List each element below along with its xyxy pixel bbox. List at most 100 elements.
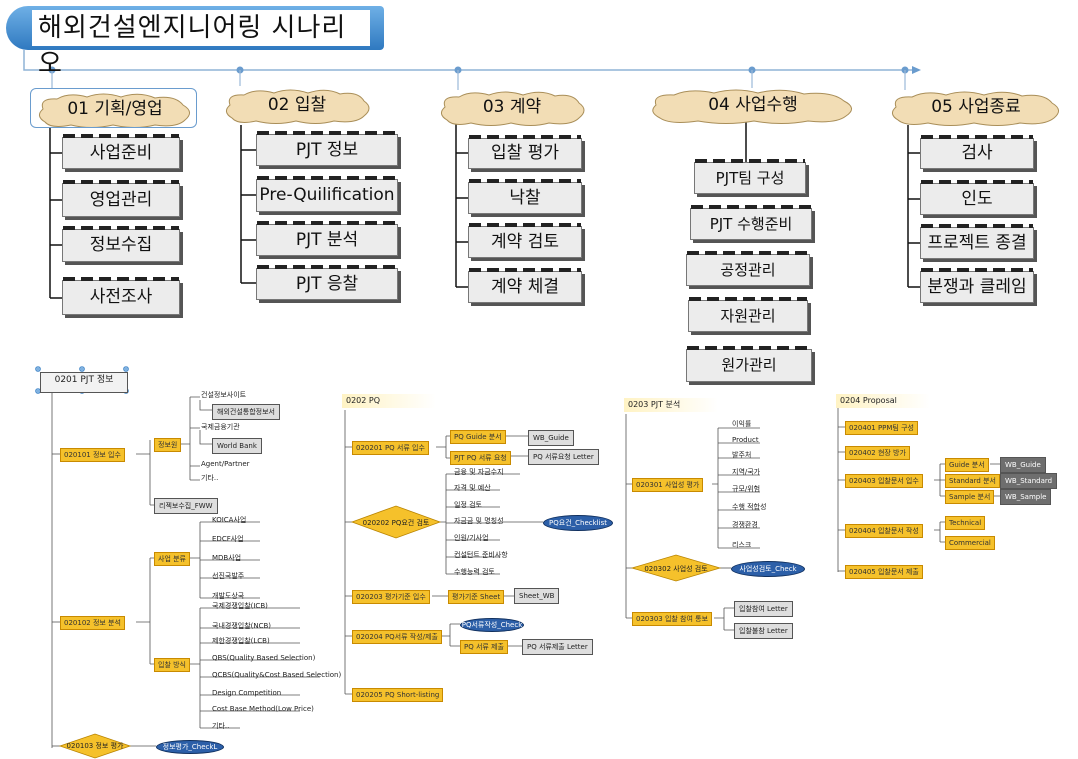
map-0202-node-1[interactable]: 020201 PQ 서류 입수 <box>352 441 429 455</box>
map-0202-n2-item: 자격 및 예산 <box>454 484 491 492</box>
phase-03-cloud[interactable]: 03 계약 <box>437 90 587 126</box>
phase-02-item[interactable]: Pre-Quilification <box>256 176 398 212</box>
map-0202-root[interactable]: 0202 PQ <box>342 394 436 408</box>
map-0202-node-2[interactable]: 020202 PQ요건 검토 <box>362 519 430 527</box>
phase-04-item[interactable]: 자원관리 <box>688 297 808 332</box>
map-0201-n3-checklist[interactable]: 정보평가_CheckL <box>156 740 224 754</box>
phase-03-label: 03 계약 <box>482 97 542 117</box>
map-0204-n3-file[interactable]: WB_Guide <box>1000 457 1046 473</box>
map-0201-n1-sub[interactable]: 정보원 <box>154 438 182 452</box>
map-0203-n2-checklist[interactable]: 사업성검토_Check <box>731 561 805 577</box>
phase-05-item[interactable]: 프로젝트 종결 <box>920 224 1034 259</box>
map-0202-n2-item: 수행능력 검토 <box>454 568 495 576</box>
map-0202-node-3[interactable]: 020203 평가기준 입수 <box>352 590 430 604</box>
map-0203-n1-item: 경쟁환경 <box>732 521 758 529</box>
map-0202-n2-checklist[interactable]: PQ요건_Checklist <box>543 515 613 531</box>
phase-03-item[interactable]: 계약 검토 <box>468 223 582 258</box>
phase-04-item[interactable]: 공정관리 <box>686 251 810 286</box>
phase-01-cloud[interactable]: 01 기획/영업 <box>35 92 195 128</box>
map-0203-n1-item: 이익률 <box>732 420 752 428</box>
map-0201-n2-item: QCBS(Quality&Cost Based Selection) <box>212 671 342 679</box>
map-0204-node-4[interactable]: 020404 입찰문서 작성 <box>845 524 923 538</box>
phase-02-item[interactable]: PJT 응찰 <box>256 265 398 300</box>
map-0203-node-2[interactable]: 020302 사업성 검토 <box>644 565 708 573</box>
phase-03-item[interactable]: 입찰 평가 <box>468 135 582 169</box>
map-0201-n1-file[interactable]: World Bank <box>212 438 262 454</box>
map-0202-n2-item: 금융 및 자금수지 <box>454 468 504 476</box>
phase-05-item[interactable]: 인도 <box>920 180 1034 215</box>
phase-02-cloud[interactable]: 02 입찰 <box>222 88 372 124</box>
map-0202-n2-item: 인원/기사업 <box>454 534 489 542</box>
map-0204-n4-item[interactable]: Technical <box>945 516 986 530</box>
map-0204-node-1[interactable]: 020401 PPM팀 구성 <box>845 421 918 435</box>
map-0203-n1-item: 수행 적합성 <box>732 503 767 511</box>
map-0201-root[interactable]: 0201 PJT 정보 <box>40 372 128 393</box>
phase-03-item[interactable]: 계약 체결 <box>468 268 582 303</box>
phase-01-selection <box>30 88 197 128</box>
phase-04-item[interactable]: 원가관리 <box>686 346 812 382</box>
map-0204-n3-file[interactable]: WB_Sample <box>1000 489 1052 505</box>
map-0201-n2-sub[interactable]: 사업 분류 <box>154 552 190 566</box>
map-0201-n1-file[interactable]: 해외건설통합정보서 <box>212 404 280 420</box>
phase-02-item[interactable]: PJT 분석 <box>256 221 398 256</box>
map-0202-node-5[interactable]: 020205 PQ Short-listing <box>352 688 444 702</box>
map-0202-n1-a[interactable]: PQ Guide 분서 <box>450 430 506 444</box>
phase-04-label: 04 사업수행 <box>708 95 798 115</box>
map-0201-n2-item: QBS(Quality Based Selection) <box>212 654 316 662</box>
phase-05-cloud[interactable]: 05 사업종료 <box>888 90 1064 126</box>
map-0202-n3-file[interactable]: Sheet_WB <box>514 588 560 604</box>
phase-01-item[interactable]: 정보수집 <box>62 226 180 262</box>
map-0202-node-4[interactable]: 020204 PQ서류 작성/제출 <box>352 630 442 644</box>
phase-05-item[interactable]: 검사 <box>920 135 1034 169</box>
phase-05-item[interactable]: 분쟁과 클레임 <box>920 268 1034 303</box>
map-0204-node-3[interactable]: 020403 입찰문서 입수 <box>845 474 923 488</box>
map-0202-n1-b[interactable]: PJT PQ 서류 요청 <box>450 451 511 465</box>
phase-01-item[interactable]: 영업관리 <box>62 180 180 217</box>
map-0204-n3-item[interactable]: Guide 분서 <box>945 458 989 472</box>
map-0203-n1-item: 지역/국가 <box>732 468 761 476</box>
phase-01-item[interactable]: 사전조사 <box>62 277 180 315</box>
map-0203-node-3[interactable]: 020303 입찰 참여 통보 <box>632 612 713 626</box>
phase-02-item[interactable]: PJT 정보 <box>256 131 398 166</box>
map-0203-n1-item: 발주처 <box>732 451 752 459</box>
phase-04-item[interactable]: PJT 수행준비 <box>690 205 812 240</box>
map-0201-node-1[interactable]: 020101 정보 입수 <box>60 448 125 462</box>
map-0201-n2-item: EDCF사업 <box>212 535 244 543</box>
map-0202-n3-a[interactable]: 평가기준 Sheet <box>448 590 505 604</box>
map-0202-n1-a-file[interactable]: WB_Guide <box>528 430 574 446</box>
map-0203-n3-file[interactable]: 입찰불참 Letter <box>734 623 793 639</box>
map-0201-n2-item: KOICA사업 <box>212 516 247 524</box>
map-0203-n1-item: 리스크 <box>732 541 752 549</box>
map-0202-n2-item: 컨설턴트 준비사항 <box>454 551 508 559</box>
map-0204-node-2[interactable]: 020402 현장 방가 <box>845 446 910 460</box>
map-0201-n1-file[interactable]: 리젝보수집_FWW <box>154 498 218 514</box>
map-0201-n2-item: 선진국발주 <box>212 572 245 580</box>
map-0201-node-2[interactable]: 020102 정보 분석 <box>60 616 125 630</box>
map-0203-n3-file[interactable]: 입찰참여 Letter <box>734 601 793 617</box>
map-0201-n2-item: 제한경쟁입찰(LCB) <box>212 637 270 645</box>
map-0202-n1-b-file[interactable]: PQ 서류요청 Letter <box>528 449 599 465</box>
map-0204-n3-item[interactable]: Sample 분서 <box>945 490 995 504</box>
phase-01-label: 01 기획/영업 <box>67 99 163 119</box>
map-0201-n1-item: 기타.. <box>201 474 219 482</box>
map-0202-n4-checklist[interactable]: PQ서류작성_Check <box>460 618 524 632</box>
map-0203-root[interactable]: 0203 PJT 분석 <box>624 398 718 412</box>
map-0204-n3-item[interactable]: Standard 분서 <box>945 474 1000 488</box>
map-0204-node-5[interactable]: 020405 입찰문서 제출 <box>845 565 923 579</box>
map-0201-n1-item: Agent/Partner <box>201 460 250 468</box>
map-0203-n1-item: 규모/위험 <box>732 485 761 493</box>
phase-03-item[interactable]: 낙찰 <box>468 179 582 214</box>
phase-01-item[interactable]: 사업준비 <box>62 134 180 169</box>
map-0201-n2-item: 개발도상국 <box>212 592 245 600</box>
map-0201-node-3[interactable]: 020103 정보 평가 <box>66 742 124 750</box>
map-0204-root[interactable]: 0204 Proposal <box>836 394 930 408</box>
map-0202-n4-file[interactable]: PQ 서류제출 Letter <box>522 639 593 655</box>
phase-04-cloud[interactable]: 04 사업수행 <box>648 88 858 124</box>
map-0201-n1-item: 국제금융기관 <box>201 423 240 431</box>
map-0204-n3-file[interactable]: WB_Standard <box>1000 473 1058 489</box>
map-0202-n4-a[interactable]: PQ 서류 제출 <box>460 640 508 654</box>
map-0204-n4-item[interactable]: Commercial <box>945 536 995 550</box>
map-0201-n2-sub[interactable]: 입찰 방식 <box>154 658 190 672</box>
phase-04-item[interactable]: PJT팀 구성 <box>694 159 806 194</box>
map-0203-node-1[interactable]: 020301 사업성 평가 <box>632 478 704 492</box>
